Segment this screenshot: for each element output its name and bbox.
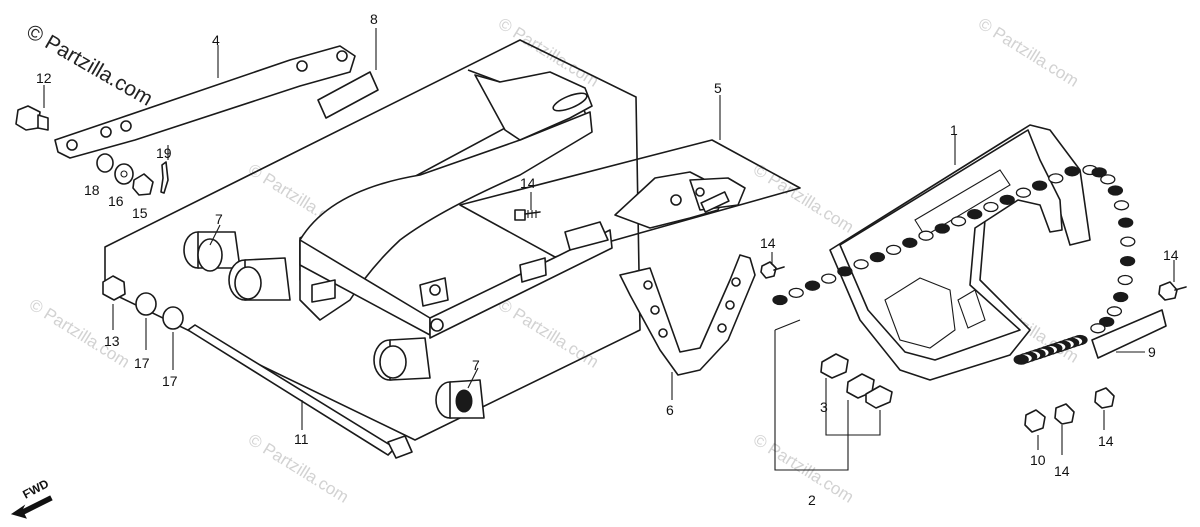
chain-link [1015,187,1032,198]
chain-link [804,280,821,291]
chain-link [821,273,837,284]
callout-17b: 17 [162,373,178,389]
callout-18: 18 [84,182,100,198]
chain-link [1099,316,1115,328]
callout-numbers: 1 2 3 4 5 6 7 7 8 9 10 11 12 13 14 14 14… [36,11,1179,508]
chain-case-1 [829,124,1091,381]
callout-7a: 7 [215,211,223,227]
chain-link [1031,180,1048,191]
chain-link [1091,167,1107,178]
chain-link [1107,185,1124,196]
torque-link [54,45,356,159]
callout-14b: 14 [760,235,776,251]
chain-link [902,237,918,248]
callout-14a: 14 [520,175,536,191]
leader-lines [43,28,1175,471]
chain-link [772,294,788,306]
chain-link [1106,306,1123,317]
bolt-14-right [1158,281,1187,301]
joint-links-3 [820,353,893,409]
callout-8: 8 [370,11,378,27]
callout-10: 10 [1030,452,1046,468]
callout-7b: 7 [472,357,480,373]
callout-13: 13 [104,333,120,349]
washer-16 [114,163,134,185]
chain-case-bracket-6 [619,254,756,376]
chain-link [918,230,934,241]
callout-2: 2 [808,492,816,508]
callout-14e: 14 [1054,463,1070,479]
chain-link [788,287,804,299]
chain-link [1117,274,1133,286]
chain-link [999,194,1015,206]
cotter-pin-19 [160,161,169,194]
drive-chain-2 [772,164,1136,365]
chain-link [1048,173,1064,184]
callout-11: 11 [294,431,309,447]
callout-16: 16 [108,193,124,209]
chain-link [1113,291,1129,303]
chain-link [1120,236,1136,247]
bolt-14-lower-b [1094,387,1115,409]
chain-link [1118,217,1134,228]
bolt-14-lower-a [1054,403,1075,425]
fwd-arrow-icon [10,495,53,519]
callout-14c: 14 [1163,247,1179,263]
pivot-bolt-11 [187,324,413,459]
bolt-10 [1024,409,1046,433]
bolt-14-bracket [760,261,785,279]
chain-link [967,209,983,220]
nut-15 [132,173,154,196]
bolt-14-plane [514,209,541,221]
chain-link [869,251,886,263]
washer-17a [135,292,157,316]
chain-link [1064,166,1080,177]
callout-15: 15 [132,205,148,221]
callout-4: 4 [212,32,220,48]
callout-14d: 14 [1098,433,1114,449]
chain-link [853,259,869,270]
chain-link [1113,200,1130,211]
pivot-bracket-plane [459,139,801,258]
chain-link [837,266,853,277]
chain-link [885,244,902,256]
bolt-12 [15,105,49,131]
swingarm [183,69,613,419]
callout-12: 12 [36,70,52,86]
callout-5: 5 [714,80,722,96]
pivot-bracket [514,171,746,229]
callout-19: 19 [156,145,172,161]
chain-link [950,216,967,227]
washer-18 [96,153,114,173]
callout-17a: 17 [134,355,150,371]
chain-link [1119,255,1136,267]
callout-9: 9 [1148,344,1156,360]
collar-8 [317,71,379,119]
callout-1: 1 [950,122,958,138]
caution-plate-9 [1091,309,1167,359]
chain-link [934,223,950,234]
chain-link [1100,174,1116,185]
washer-17b [162,306,184,330]
chain-link [1013,354,1029,365]
chain-link [1090,323,1106,334]
callout-3: 3 [820,399,828,415]
nut-13 [102,275,126,301]
callout-6: 6 [666,402,674,418]
chain-link [983,201,999,213]
